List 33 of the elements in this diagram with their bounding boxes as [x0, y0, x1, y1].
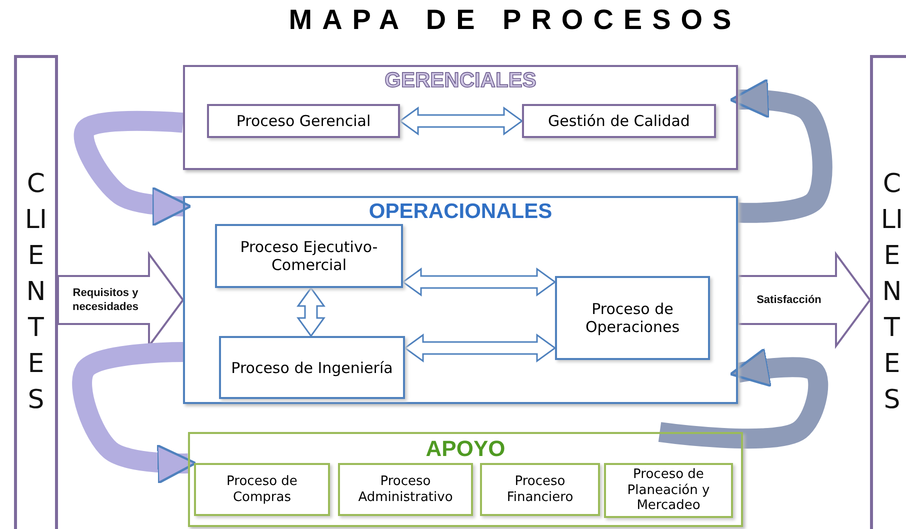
process-box	[480, 463, 600, 516]
process-label: Proceso Gerencial	[235, 112, 372, 130]
process-label: Gestión de Calidad	[547, 112, 691, 130]
client-column	[14, 55, 58, 529]
process-box	[207, 104, 400, 138]
process-box	[194, 463, 330, 516]
block-arrow	[398, 106, 524, 136]
process-label: Proceso de Ingeniería	[230, 358, 394, 376]
process-label: Proceso de Compras	[226, 474, 298, 506]
process-label: Proceso Administrativo	[357, 474, 454, 506]
process-group-panel	[183, 196, 738, 404]
curved-arrow	[72, 342, 197, 484]
curved-arrow	[74, 110, 192, 226]
process-label: Proceso de Operaciones	[584, 300, 681, 336]
process-label: Proceso Ejecutivo-Comercial	[239, 238, 379, 274]
diagram-title: MAPA DE PROCESOS	[288, 4, 742, 36]
block-arrow	[402, 268, 556, 296]
process-label: Proceso Financiero	[506, 474, 574, 506]
process-box	[215, 224, 403, 288]
process-box	[522, 104, 716, 138]
vertical-label: CLIENTES	[24, 168, 48, 417]
curved-arrow	[729, 78, 832, 223]
process-group-panel	[188, 432, 743, 527]
block-arrow	[404, 334, 556, 362]
process-label: Proceso de Planeación y Mercadeo	[626, 467, 711, 514]
block-arrow	[296, 286, 326, 338]
process-box	[604, 463, 733, 518]
process-box	[219, 336, 405, 399]
client-column	[870, 55, 906, 529]
process-box	[338, 463, 473, 516]
vertical-label: CLIENTES	[880, 168, 904, 417]
process-group-panel	[183, 65, 738, 170]
process-box	[555, 276, 710, 360]
